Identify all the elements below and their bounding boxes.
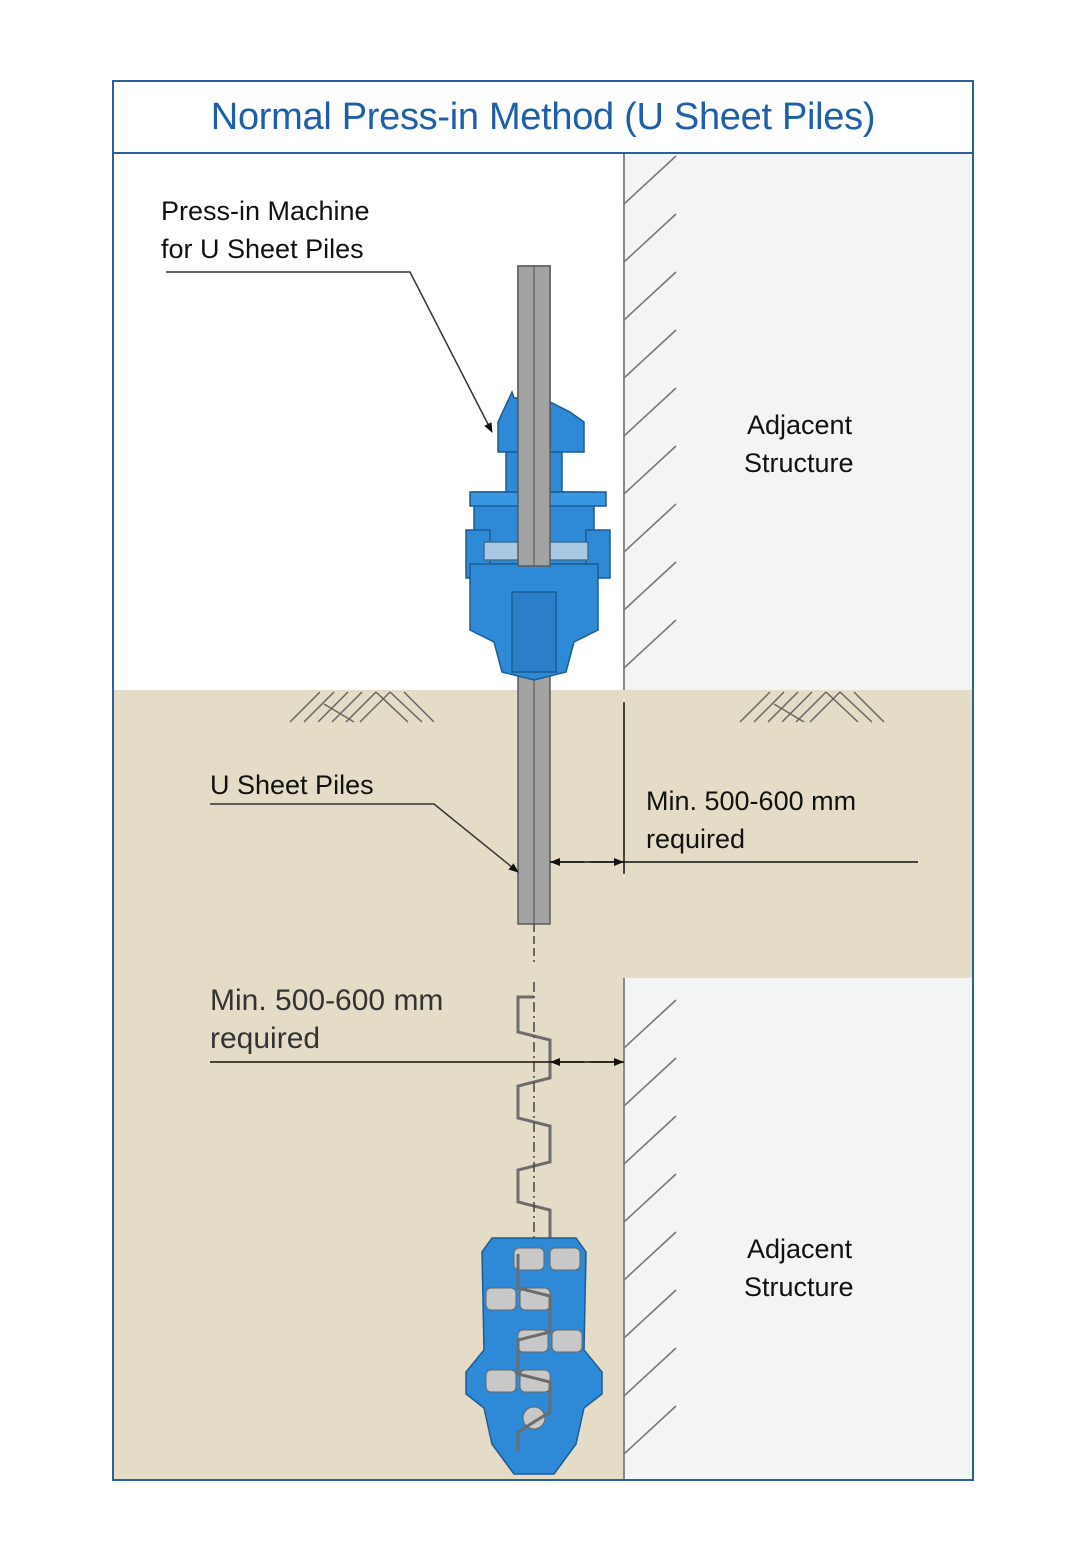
diagram-canvas: Press-in Machine for U Sheet Piles Adjac…	[114, 154, 972, 1479]
ground-symbol-right	[739, 691, 885, 723]
title-bar: Normal Press-in Method (U Sheet Piles)	[114, 82, 972, 154]
label-clearance-elev-line1: Min. 500-600 mm	[646, 786, 856, 816]
label-sheet-piles: U Sheet Piles	[210, 770, 374, 800]
diagram-title: Normal Press-in Method (U Sheet Piles)	[210, 95, 876, 138]
leader-lines	[166, 271, 519, 873]
label-adjacent-top-line2: Structure	[744, 448, 854, 478]
label-adjacent-bottom-line2: Structure	[744, 1272, 854, 1302]
structure-hatching-top	[623, 155, 677, 669]
label-machine-line2: for U Sheet Piles	[161, 234, 364, 264]
label-adjacent-bottom-line1: Adjacent	[747, 1234, 853, 1264]
adjacent-structure-elevation	[624, 154, 972, 690]
adjacent-structure-plan	[624, 978, 972, 1479]
structure-hatching-bottom	[623, 999, 677, 1455]
label-clearance-elev-line2: required	[646, 824, 745, 854]
label-machine-line1: Press-in Machine	[161, 196, 370, 226]
press-in-machine-plan	[465, 1237, 603, 1475]
label-adjacent-top-line1: Adjacent	[747, 410, 853, 440]
dimension-elevation	[550, 702, 918, 874]
label-clearance-plan-line1: Min. 500-600 mm	[210, 984, 443, 1017]
diagram-frame: Normal Press-in Method (U Sheet Piles)	[112, 80, 974, 1481]
ground-symbol-left	[289, 691, 435, 723]
label-clearance-plan-line2: required	[210, 1022, 320, 1055]
